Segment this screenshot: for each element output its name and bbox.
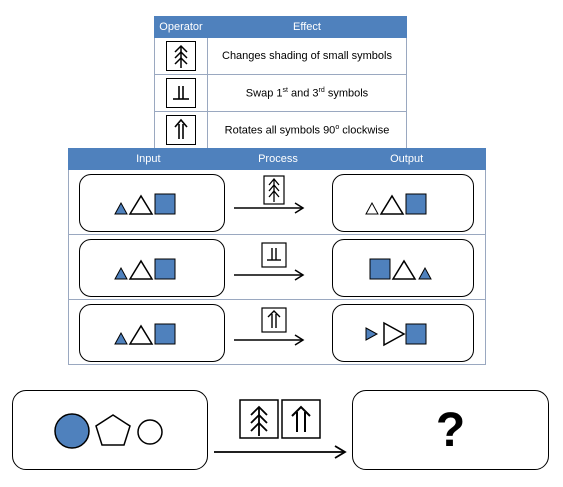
effect-header: Effect [207, 16, 407, 38]
shading-process-arrow [234, 175, 305, 214]
process-row [68, 299, 486, 365]
swap-process-arrow [234, 242, 305, 281]
input-box [79, 239, 225, 297]
input-symbols [114, 323, 176, 345]
process-header: Process [227, 148, 329, 170]
input-box [79, 304, 225, 362]
process-table: Input Process Output [68, 148, 486, 365]
question-process-arrow [214, 399, 347, 459]
process-row [68, 234, 486, 300]
input-symbols [114, 258, 176, 280]
output-symbols [365, 321, 427, 347]
question-input-symbols [54, 413, 163, 449]
input-header: Input [68, 148, 229, 170]
output-symbols [364, 193, 427, 215]
process-row [68, 169, 486, 235]
operator-row: Changes shading of small symbols [154, 37, 407, 75]
input-box [79, 174, 225, 232]
rotate-process-arrow [234, 307, 305, 346]
operator-table: Operator Effect Changes shading of small… [154, 16, 407, 149]
operator-row: Swap 1st and 3rd symbols [154, 74, 407, 112]
operator-effect: Swap 1st and 3rd symbols [207, 74, 407, 112]
output-symbols [369, 258, 432, 280]
output-box [331, 304, 474, 362]
input-symbols [114, 193, 176, 215]
question-input-box [12, 390, 208, 470]
question-output-box: ? [352, 390, 549, 470]
swap-operator-icon [166, 78, 196, 108]
output-box [331, 239, 474, 297]
question-mark: ? [435, 403, 466, 457]
output-header: Output [327, 148, 486, 170]
rotate-operator-icon [166, 115, 196, 145]
output-box [331, 174, 474, 232]
operator-header: Operator [154, 16, 208, 38]
operator-effect: Rotates all symbols 90o clockwise [207, 111, 407, 149]
operator-row: Rotates all symbols 90o clockwise [154, 111, 407, 149]
operator-effect: Changes shading of small symbols [207, 37, 407, 75]
shading-operator-icon [166, 41, 196, 71]
